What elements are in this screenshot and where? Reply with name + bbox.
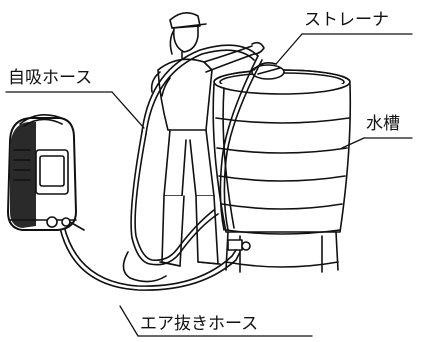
- tank-label: 水槽: [366, 114, 400, 134]
- suction-hose: [122, 44, 263, 283]
- drain-hose: [59, 225, 241, 291]
- pump-unit: [7, 114, 85, 231]
- drain-hose-label: エア抜きホース: [140, 314, 259, 334]
- callout-leaders: [5, 33, 413, 337]
- suction-hose-label: 自吸ホース: [8, 68, 93, 88]
- water-tank: [212, 69, 352, 273]
- strainer: [251, 62, 285, 80]
- operator-figure: [150, 12, 265, 267]
- strainer-label: ストレーナ: [304, 10, 389, 30]
